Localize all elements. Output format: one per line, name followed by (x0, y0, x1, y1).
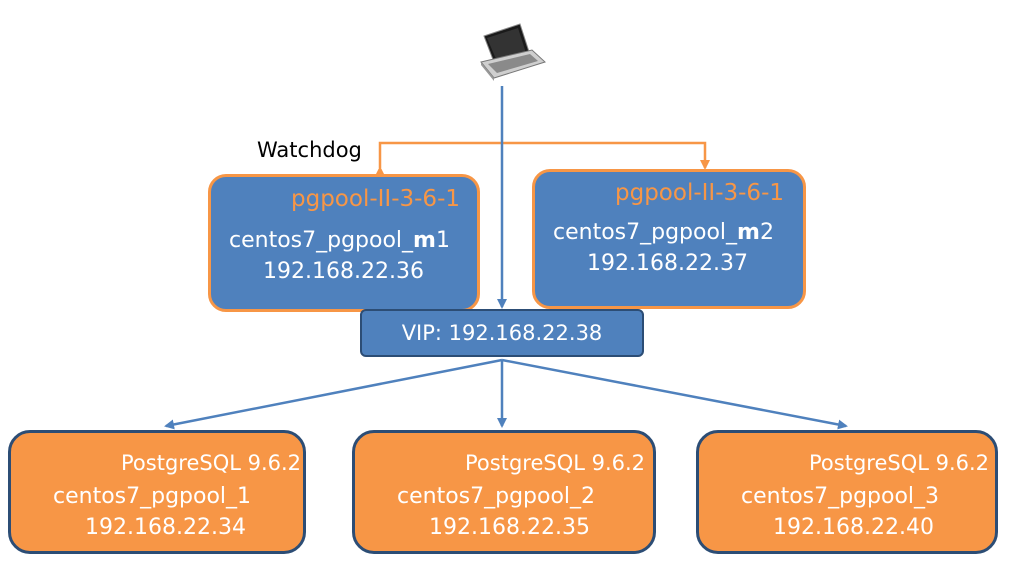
vip-to-pg3-arrow (501, 358, 848, 430)
pgpool-hostname: centos7_pgpool_m2 (553, 220, 774, 245)
postgres-node-2: PostgreSQL 9.6.2 centos7_pgpool_2 192.16… (352, 430, 656, 554)
postgres-version: PostgreSQL 9.6.2 (465, 451, 646, 475)
pgpool-hostname: centos7_pgpool_m1 (229, 228, 450, 253)
pgpool-ip: 192.168.22.37 (587, 251, 748, 276)
pgpool-node-m1: pgpool-II-3-6-1 centos7_pgpool_m1 192.16… (208, 174, 480, 312)
postgres-ip: 192.168.22.35 (429, 515, 590, 540)
vip-to-pg1-arrow (164, 358, 503, 430)
postgres-ip: 192.168.22.34 (85, 515, 246, 540)
postgres-version: PostgreSQL 9.6.2 (121, 451, 302, 475)
postgres-version: PostgreSQL 9.6.2 (809, 451, 990, 475)
watchdog-label: Watchdog (257, 138, 362, 162)
pgpool-version: pgpool-II-3-6-1 (291, 186, 460, 212)
vip-label: VIP: 192.168.22.38 (401, 321, 603, 345)
postgres-node-1: PostgreSQL 9.6.2 centos7_pgpool_1 192.16… (8, 430, 306, 554)
postgres-ip: 192.168.22.40 (773, 515, 934, 540)
vip-box: VIP: 192.168.22.38 (360, 309, 644, 357)
pgpool-version: pgpool-II-3-6-1 (615, 180, 784, 206)
postgres-node-3: PostgreSQL 9.6.2 centos7_pgpool_3 192.16… (696, 430, 998, 554)
watchdog-connector (375, 141, 710, 176)
pgpool-ip: 192.168.22.36 (263, 259, 424, 284)
laptop-icon (480, 23, 546, 81)
postgres-hostname: centos7_pgpool_1 (53, 484, 252, 509)
postgres-hostname: centos7_pgpool_3 (741, 484, 940, 509)
postgres-hostname: centos7_pgpool_2 (397, 484, 596, 509)
pgpool-node-m2: pgpool-II-3-6-1 centos7_pgpool_m2 192.16… (532, 169, 806, 309)
